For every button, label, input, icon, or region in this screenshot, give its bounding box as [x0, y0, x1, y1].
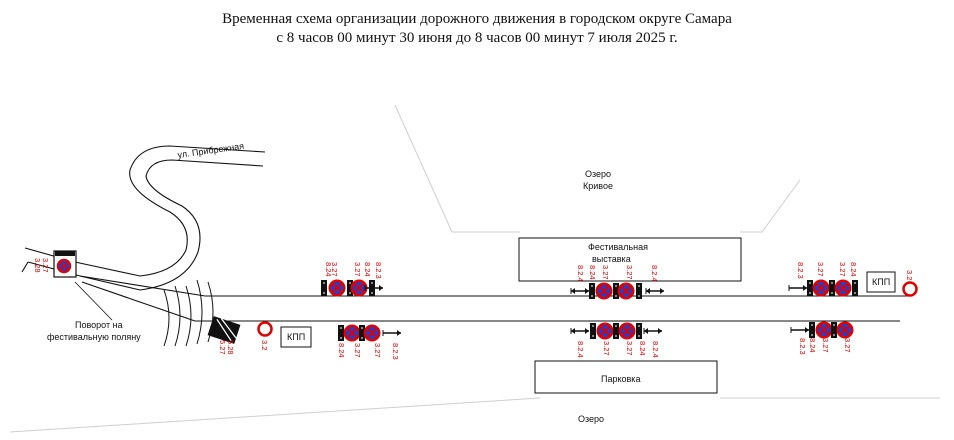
g2-label-1: 3.27 — [353, 343, 362, 358]
no-stopping-sign-g6-a — [814, 320, 834, 340]
turn-label-1: Поворот на — [75, 320, 123, 330]
parking-box: Парковка — [534, 360, 718, 394]
no-stopping-sign-g2-a — [342, 323, 362, 343]
no-stopping-sign-g4-a — [595, 321, 615, 341]
sign-group-4: 8.2.4 3.27 3.27 8.24 8.2.4 — [570, 321, 663, 358]
kpp-left-sign-label: 3.2 — [260, 340, 269, 350]
g6-label-1: 8.2.3 — [798, 338, 807, 355]
g4-label-2: 3.27 — [602, 341, 611, 356]
sign-group-2: 3.27 3.27 8.24 8.2.3 — [337, 323, 402, 360]
g3-label-3: 3.27 — [601, 265, 610, 280]
left-sign-cluster: 3.28 3.27 — [33, 250, 77, 278]
no-stopping-sign-left-cluster — [55, 257, 73, 275]
g3-label-4: 3.27 — [625, 265, 634, 280]
festival-label-1: Фестивальная — [588, 242, 648, 252]
g5-label-1: 8.2.3 — [796, 262, 805, 279]
no-stopping-sign-g3-a — [594, 281, 614, 301]
g6-label-3: 3.27 — [821, 338, 830, 353]
g1-label-2: 8.24 — [324, 262, 333, 277]
kpp-right-label: КПП — [872, 277, 890, 287]
g2-label-4: 8.2.3 — [391, 343, 400, 360]
turn-label-2: фестивальную поляну — [47, 332, 141, 342]
no-stopping-sign-g6-b — [835, 320, 855, 340]
no-entry-sign-left — [257, 321, 273, 337]
left-cluster-label-1: 3.28 — [33, 258, 42, 273]
left-car-label-2: 5.27 — [218, 340, 227, 355]
g1-label-4: 8.24 — [363, 262, 372, 277]
g3-label-2: 8.24 — [588, 265, 597, 280]
g5-label-2: 3.27 — [816, 262, 825, 277]
g1-label-3: 3.27 — [353, 262, 362, 277]
no-stopping-sign-g5-b — [833, 278, 853, 298]
left-car-marker: 5.28 5.27 — [207, 316, 241, 355]
turn-pointer — [74, 281, 113, 321]
sign-group-1: 3.27 8.24 3.27 8.24 8.2.3 — [320, 262, 384, 298]
g4-label-5: 8.2.4 — [651, 341, 660, 358]
no-stopping-sign-g3-b — [616, 281, 636, 301]
street-label: ул. Прибрежная — [177, 141, 245, 160]
g4-label-4: 8.24 — [638, 341, 647, 356]
street-pribrezhnaya — [21, 145, 266, 322]
no-stopping-sign-g4-b — [617, 321, 637, 341]
g2-label-3: 8.24 — [337, 343, 346, 358]
g1-label-1: 3.27 — [330, 262, 339, 277]
sign-group-6: 8.2.3 8.24 3.27 3.27 — [790, 320, 855, 355]
lake-top-label-2: Кривое — [583, 181, 613, 191]
kpp-left-label: КПП — [287, 332, 305, 342]
left-cluster-label-2: 3.27 — [41, 258, 50, 273]
lake-bottom-label: Озеро — [578, 414, 604, 424]
kpp-left: КПП 3.2 — [257, 321, 312, 350]
kpp-right-sign-label: 3.2 — [905, 270, 914, 280]
g6-label-4: 3.27 — [843, 338, 852, 353]
g4-label-1: 8.2.4 — [576, 341, 585, 358]
sign-group-5: 8.2.3 3.27 3.27 8.24 — [788, 262, 859, 298]
g1-label-5: 8.2.3 — [374, 262, 383, 279]
kpp-right: КПП 3.2 — [866, 270, 918, 297]
g2-label-2: 3.27 — [373, 343, 382, 358]
festival-exhibition-box: Фестивальная выставка — [518, 237, 742, 282]
lake-top-label-1: Озеро — [585, 169, 611, 179]
no-entry-sign-right — [902, 281, 918, 297]
water-edge — [163, 279, 214, 347]
main-road — [195, 295, 908, 322]
background-outline — [9, 104, 940, 433]
no-stopping-sign-g2-b — [362, 323, 382, 343]
g3-label-1: 8.2.4 — [576, 265, 585, 282]
sign-group-3: 8.2.4 8.24 3.27 3.27 8.2.4 — [570, 265, 665, 301]
no-stopping-sign-g5-a — [811, 278, 831, 298]
festival-label-2: выставка — [592, 254, 631, 264]
left-car-label-1: 5.28 — [226, 340, 235, 355]
parking-label: Парковка — [601, 374, 640, 384]
g6-label-2: 8.24 — [808, 338, 817, 353]
g5-label-3: 3.27 — [838, 262, 847, 277]
title-line-2: с 8 часов 00 минут 30 июня до 8 часов 00… — [276, 30, 678, 46]
g3-label-5: 8.2.4 — [650, 265, 659, 282]
title-line-1: Временная схема организации дорожного дв… — [222, 11, 732, 27]
no-stopping-sign-g1-a — [327, 278, 347, 298]
g4-label-3: 3.27 — [625, 341, 634, 356]
g5-label-4: 8.24 — [849, 262, 858, 277]
diagram-title: Временная схема организации дорожного дв… — [0, 10, 954, 48]
